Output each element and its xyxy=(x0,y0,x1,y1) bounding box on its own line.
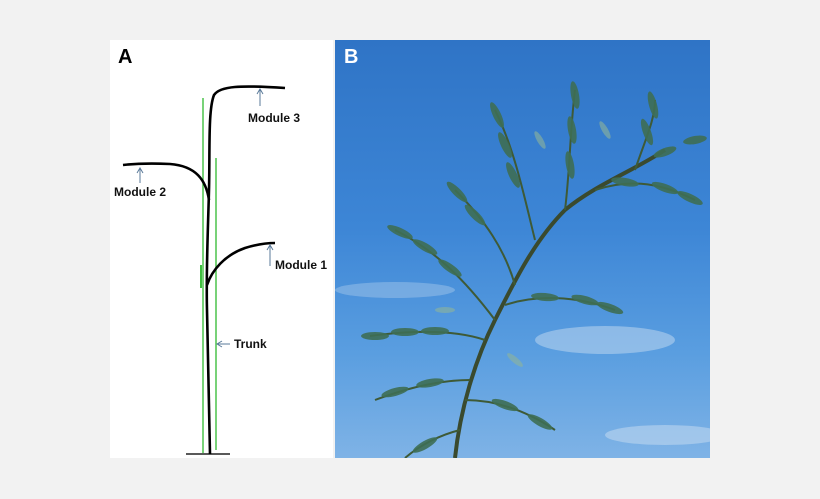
figure: A Module 3 Module 2 M xyxy=(110,40,710,458)
panel-a-letter: A xyxy=(118,46,133,68)
cloud xyxy=(535,326,675,354)
module-2-label: Module 2 xyxy=(114,185,166,199)
foliage-highlights xyxy=(435,121,611,367)
tree-photo-illustration xyxy=(335,81,710,458)
cloud xyxy=(605,425,710,445)
panel-a-diagram: A Module 3 Module 2 M xyxy=(110,40,333,458)
cloud xyxy=(335,282,455,298)
module-1-branch xyxy=(205,241,276,286)
panel-b-photo: B xyxy=(335,40,710,458)
tree-architecture-diagram: Module 3 Module 2 Module 1 Trunk xyxy=(114,85,327,455)
module-1-label: Module 1 xyxy=(275,258,327,272)
side-branches xyxy=(369,89,696,458)
panel-b-letter: B xyxy=(344,46,359,68)
foliage xyxy=(361,81,707,453)
module-3-label: Module 3 xyxy=(248,111,300,125)
trunk-label: Trunk xyxy=(234,337,267,351)
trunk-and-module-3 xyxy=(205,85,286,455)
module-2-branch xyxy=(122,162,211,201)
main-stem xyxy=(453,148,667,458)
